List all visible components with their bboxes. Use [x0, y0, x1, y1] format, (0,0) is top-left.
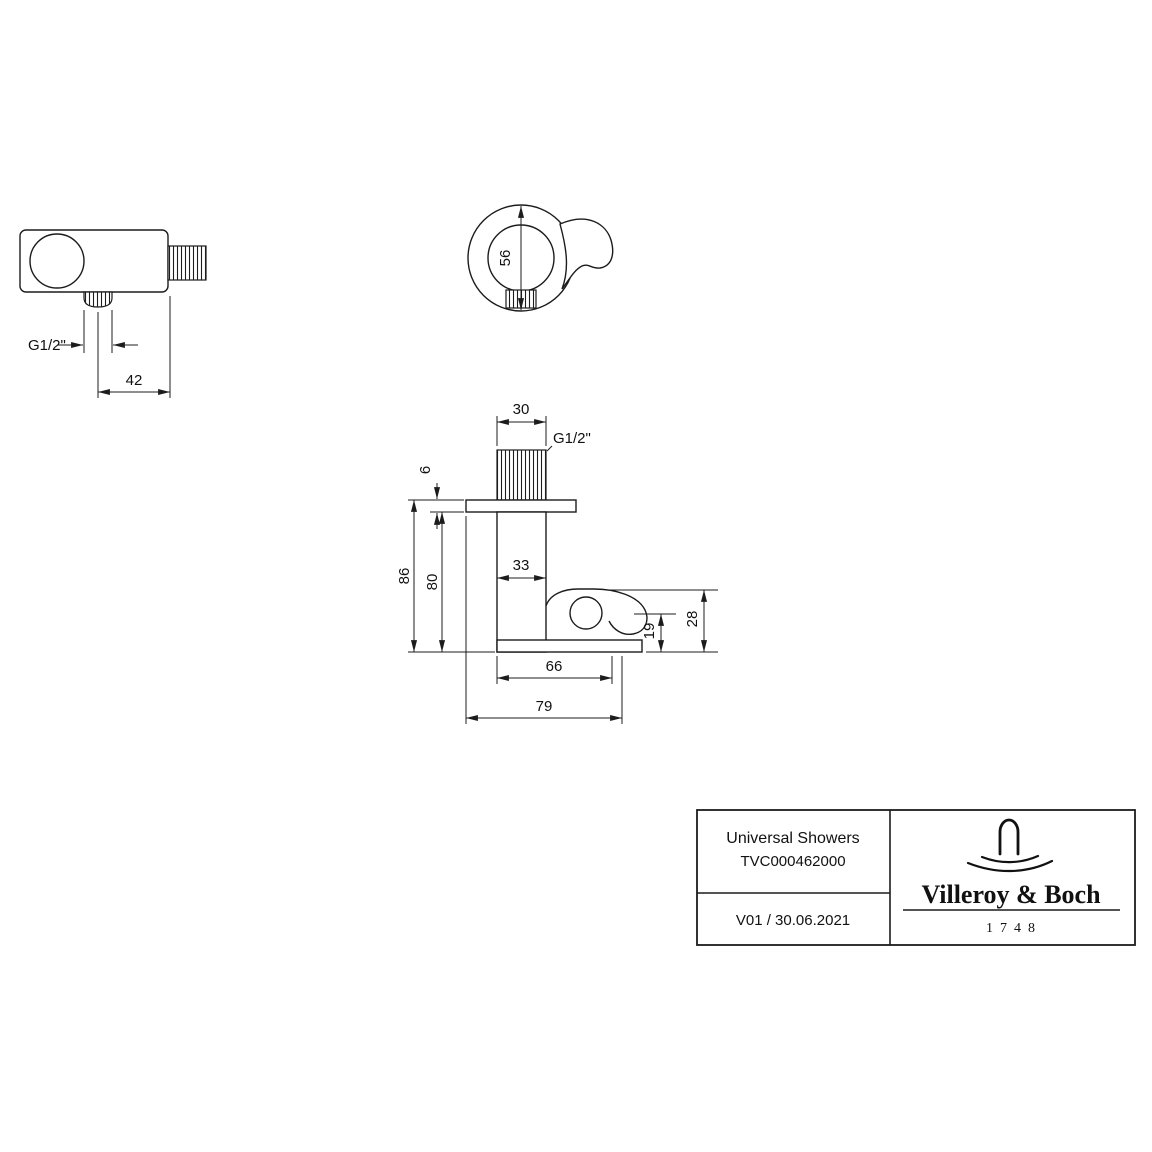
dim-6-label: 6	[417, 466, 434, 474]
outlet-thread-stub	[167, 245, 207, 281]
version-date: V01 / 30.06.2021	[736, 912, 850, 929]
dim-80-label: 80	[424, 574, 441, 591]
section-view: 30 G1/2" 6 86 80 33 19 28	[396, 401, 718, 724]
front-view: 56	[467, 204, 614, 312]
wall-plate	[465, 499, 577, 513]
product-series: Universal Showers	[726, 830, 859, 847]
logo-wave-lower	[966, 859, 1054, 873]
leader-line	[546, 445, 553, 452]
outlet-nipple	[83, 291, 113, 308]
logo-wave-upper	[980, 854, 1040, 864]
holder-hook-profile	[559, 218, 614, 290]
brand-logo-icon	[966, 818, 1054, 873]
dim-42-label: 42	[126, 372, 143, 389]
body-column	[496, 511, 547, 653]
dim-79-label: 79	[536, 698, 553, 715]
title-block-border	[696, 809, 1136, 946]
side-view: G1/2" 42	[19, 229, 207, 398]
brand-founded-year: 1748	[986, 921, 1042, 936]
bottom-arm	[496, 639, 643, 653]
dim-66-label: 66	[546, 658, 563, 675]
brand-name: Villeroy & Boch	[921, 880, 1101, 909]
holder-ball-section	[569, 596, 603, 630]
dim-28-label: 28	[684, 611, 701, 628]
dim-g12-label: G1/2"	[28, 337, 66, 354]
dim-19-label: 19	[641, 623, 658, 640]
outlet-knob	[29, 233, 85, 289]
title-block: Universal Showers TVC000462000 V01 / 30.…	[696, 809, 1136, 946]
inlet-thread-stub	[496, 449, 547, 501]
article-number: TVC000462000	[740, 853, 845, 870]
dim-g12-label: G1/2"	[553, 430, 591, 447]
logo-arch	[998, 818, 1020, 856]
dim-56-label: 56	[497, 250, 514, 267]
dim-30-label: 30	[513, 401, 530, 418]
dim-33-label: 33	[513, 557, 530, 574]
dim-86-label: 86	[396, 568, 413, 585]
